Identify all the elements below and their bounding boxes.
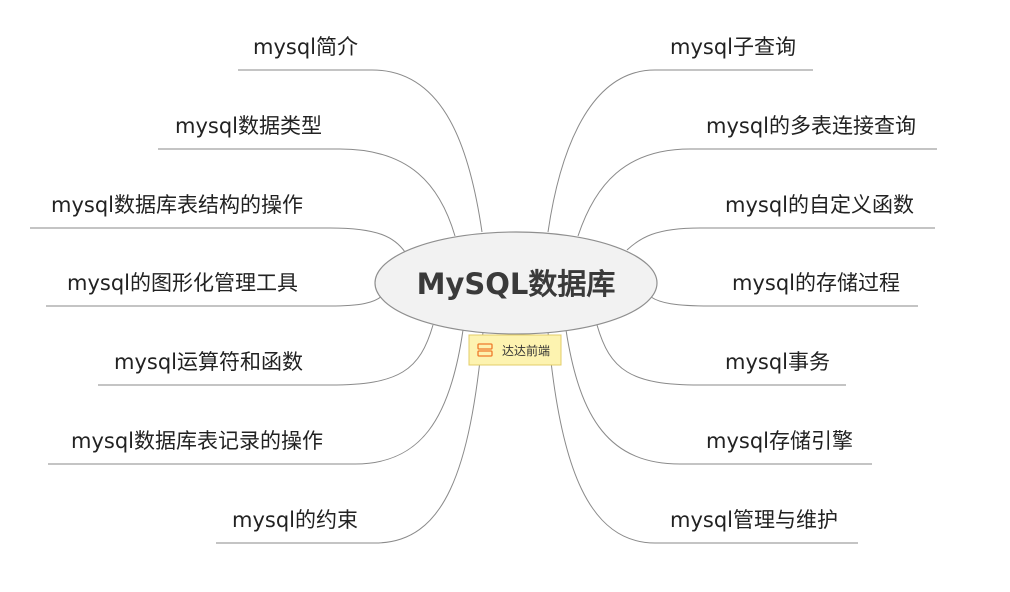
- branch-right-4[interactable]: mysql的存储过程: [650, 271, 918, 307]
- branch-label-stored-procedures: mysql的存储过程: [732, 271, 900, 295]
- branch-right-2[interactable]: mysql的多表连接查询: [577, 114, 937, 237]
- branch-label-custom-functions: mysql的自定义函数: [725, 193, 914, 217]
- connector-line: [596, 324, 701, 386]
- branch-right-5[interactable]: mysql事务: [596, 324, 846, 386]
- topic-label-icon: [477, 343, 493, 357]
- branch-right-7[interactable]: mysql管理与维护: [547, 331, 858, 544]
- branch-right-3[interactable]: mysql的自定义函数: [626, 193, 935, 251]
- branch-label-transactions: mysql事务: [725, 350, 830, 374]
- branch-right-1[interactable]: mysql子查询: [547, 35, 813, 233]
- branch-left-3[interactable]: mysql数据库表结构的操作: [30, 193, 406, 253]
- branch-label-data-types: mysql数据类型: [175, 114, 322, 138]
- branch-label-mysql-intro: mysql简介: [253, 35, 358, 59]
- branch-left-7[interactable]: mysql的约束: [216, 331, 484, 544]
- branch-label-table-structure-ops: mysql数据库表结构的操作: [51, 193, 303, 217]
- connector-line: [547, 69, 656, 233]
- branch-label-table-record-ops: mysql数据库表记录的操作: [71, 429, 323, 453]
- branch-label-storage-engines: mysql存储引擎: [706, 429, 853, 453]
- connector-line: [626, 227, 701, 251]
- branch-left-1[interactable]: mysql简介: [238, 35, 483, 233]
- branch-left-6[interactable]: mysql数据库表记录的操作: [48, 329, 464, 465]
- branch-label-constraints: mysql的约束: [232, 508, 358, 532]
- branch-label-admin-maintenance: mysql管理与维护: [670, 508, 838, 532]
- connector-line: [374, 331, 484, 544]
- tag-box: [468, 334, 562, 366]
- tag-label: 达达前端: [502, 343, 550, 358]
- connector-line: [329, 324, 434, 386]
- connector-line: [354, 329, 464, 465]
- root-ellipse: [374, 231, 658, 335]
- connector-line: [547, 331, 656, 544]
- connector-line: [565, 329, 681, 465]
- root-tag[interactable]: 达达前端: [468, 334, 562, 366]
- branch-label-subquery: mysql子查询: [670, 35, 796, 59]
- connector-line: [329, 294, 384, 307]
- branch-left-4[interactable]: mysql的图形化管理工具: [46, 271, 384, 307]
- branch-right-6[interactable]: mysql存储引擎: [565, 329, 872, 465]
- connector-line: [371, 69, 483, 233]
- connector-line: [339, 148, 456, 237]
- branch-label-operators-functions: mysql运算符和函数: [114, 350, 303, 374]
- branch-left-5[interactable]: mysql运算符和函数: [98, 324, 434, 386]
- branch-label-multi-table-join: mysql的多表连接查询: [706, 114, 916, 138]
- branch-left-2[interactable]: mysql数据类型: [158, 114, 456, 237]
- connector-line: [577, 148, 691, 237]
- root-title: MySQL数据库: [417, 267, 616, 301]
- connector-line: [329, 227, 406, 253]
- branch-label-gui-tools: mysql的图形化管理工具: [67, 271, 298, 295]
- root-topic[interactable]: MySQL数据库: [374, 231, 658, 335]
- connector-line: [650, 296, 711, 307]
